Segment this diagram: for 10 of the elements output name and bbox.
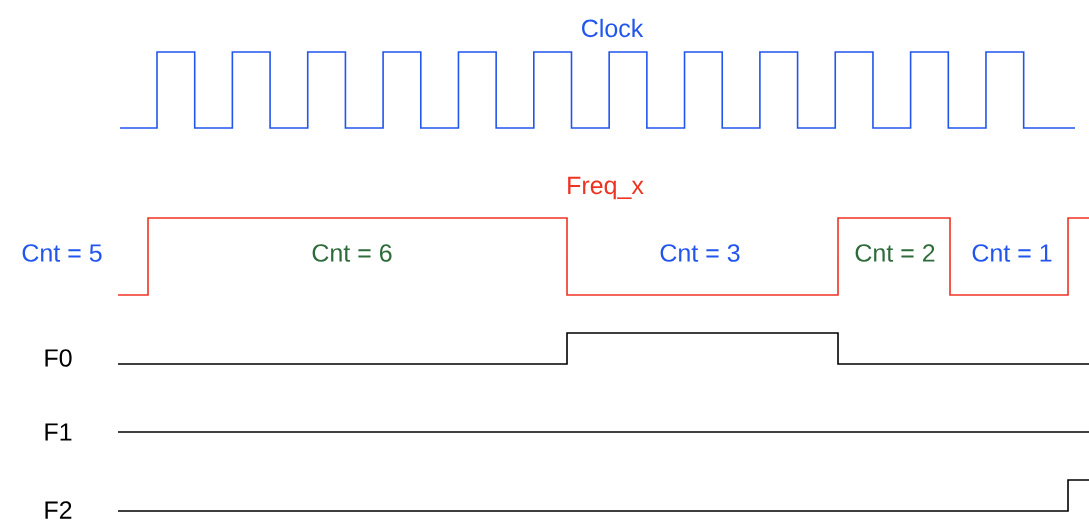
state-label: Cnt = 2 [855,244,935,262]
signal-label: Freq_x [568,176,644,200]
signal-label: F1 [45,423,72,441]
signal-label: Clock [582,18,644,38]
state-label: Cnt = 3 [660,244,740,262]
state-label: Cnt = 6 [312,244,392,262]
state-label: Cnt = 1 [972,244,1052,262]
signal-label: F2 [45,501,72,519]
signal-label: F0 [45,349,72,367]
state-label: Cnt = 5 [22,244,102,262]
